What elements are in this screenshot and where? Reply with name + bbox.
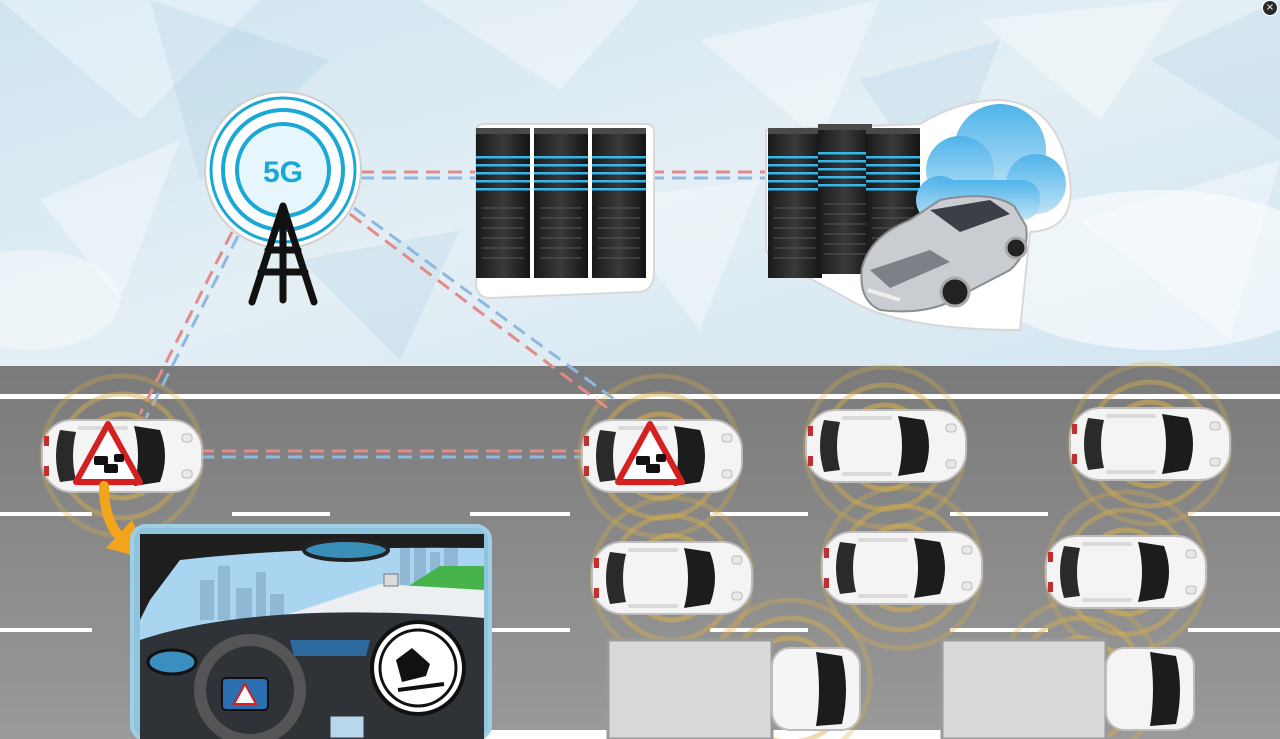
connected-car-3d-icon (860, 195, 1028, 313)
side-mirror (146, 648, 198, 676)
rearview-mirror (302, 538, 390, 562)
windshield-frame (140, 534, 484, 620)
in-car-dashboard-view (130, 524, 492, 739)
cloud-server-icon (765, 98, 1072, 332)
signal-links (138, 170, 770, 459)
car-lane1-4 (1069, 407, 1231, 481)
edge-server-icon (475, 123, 655, 300)
car-receiving-warning (581, 419, 743, 493)
car-lead-warning (41, 419, 203, 493)
car-lane2-2 (821, 531, 983, 605)
close-button[interactable]: × (1262, 0, 1278, 16)
truck-2 (940, 638, 1195, 739)
5g-tower: 5G (204, 91, 362, 306)
truck-1 (606, 638, 861, 739)
steering-wheel (194, 634, 306, 739)
5g-label: 5G (263, 156, 303, 189)
car-lane2-1 (591, 541, 753, 615)
car-lane1-3 (805, 409, 967, 483)
car-lane2-3 (1045, 535, 1207, 609)
